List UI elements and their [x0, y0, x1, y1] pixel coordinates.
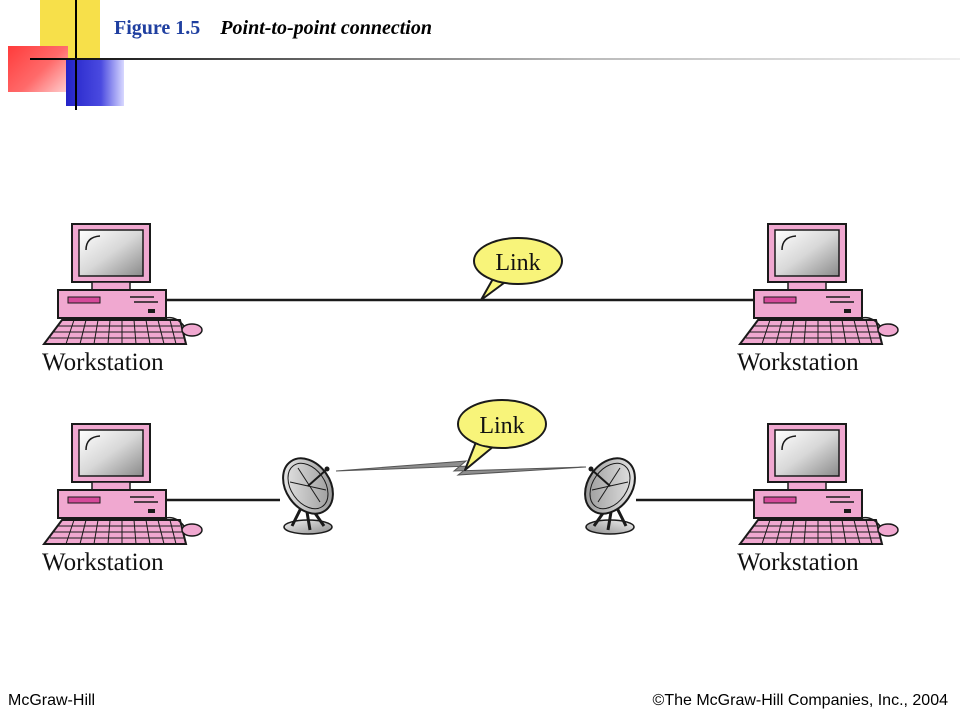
workstation-bottom-left	[43, 423, 203, 545]
wireless-link-bolt	[335, 460, 587, 476]
workstation-label-top-left: Workstation	[42, 349, 164, 376]
satellite-dish-left	[271, 447, 345, 536]
workstation-label-top-right: Workstation	[737, 349, 859, 376]
figure-number: Figure 1.5	[114, 17, 201, 39]
workstation-label-bottom-left: Workstation	[42, 549, 164, 576]
link-label-top: Link	[495, 250, 540, 276]
link-callout-bottom: Link	[457, 399, 547, 471]
corner-decoration-red	[8, 46, 68, 92]
footer-copyright: ©The McGraw-Hill Companies, Inc., 2004	[652, 692, 948, 709]
workstation-bottom-right	[739, 423, 899, 545]
link-callout-top: Link	[473, 237, 563, 301]
workstation-label-bottom-right: Workstation	[737, 549, 859, 576]
corner-decoration-vertical-line	[75, 0, 77, 110]
footer-publisher: McGraw-Hill	[8, 692, 96, 709]
title-underline	[30, 58, 960, 60]
satellite-dish-right	[573, 447, 647, 536]
figure-title: Figure 1.5 Point-to-point connection	[114, 17, 432, 40]
link-label-bottom: Link	[479, 413, 524, 439]
figure-caption: Point-to-point connection	[220, 17, 432, 39]
workstation-top-right	[739, 223, 899, 345]
workstation-top-left	[43, 223, 203, 345]
